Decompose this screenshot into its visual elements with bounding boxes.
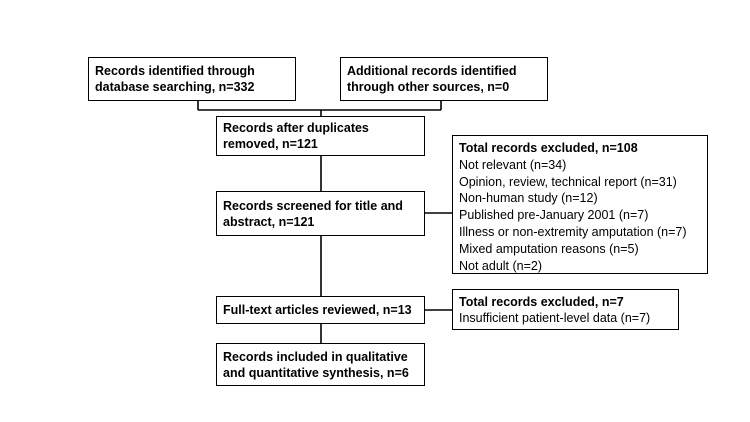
excluded-title: Total records excluded, n=108 [459, 141, 638, 155]
excluded-item: Not relevant (n=34) [459, 157, 567, 172]
box-line: abstract, n=121 [223, 214, 315, 229]
box-line: Records identified through [95, 64, 255, 78]
records-after-duplicates-box: Records after duplicates removed, n=121 [216, 116, 425, 156]
box-line: database searching, n=332 [95, 80, 255, 94]
box-line: Records after duplicates [223, 121, 369, 135]
full-text-reviewed-box: Full-text articles reviewed, n=13 [216, 296, 425, 324]
records-identified-database-box: Records identified through database sear… [88, 57, 296, 101]
excluded-item: Not adult (n=2) [459, 258, 543, 273]
box-line: removed, n=121 [223, 137, 318, 151]
excluded-item: Mixed amputation reasons (n=5) [459, 241, 639, 256]
box-line: Additional records identified [347, 64, 517, 78]
box-line: Records included in qualitative [223, 349, 408, 364]
box-line: through other sources, n=0 [347, 80, 510, 94]
excluded-item: Illness or non-extremity amputation (n=7… [459, 224, 687, 239]
excluded-item: Non-human study (n=12) [459, 191, 598, 206]
box-line: Records screened for title and [223, 198, 403, 213]
excluded-item: Opinion, review, technical report (n=31) [459, 174, 677, 189]
excluded-item: Published pre-January 2001 (n=7) [459, 208, 649, 223]
excluded-item: Insufficient patient-level data (n=7) [459, 311, 651, 325]
box-line: Full-text articles reviewed, n=13 [223, 303, 412, 317]
records-screened-box: Records screened for title and abstract,… [216, 191, 425, 236]
additional-records-box: Additional records identified through ot… [340, 57, 548, 101]
excluded-screening-box: Total records excluded, n=108 Not releva… [452, 135, 708, 274]
excluded-title: Total records excluded, n=7 [459, 295, 624, 309]
records-included-box: Records included in qualitative and quan… [216, 343, 425, 386]
excluded-full-text-box: Total records excluded, n=7 Insufficient… [452, 289, 679, 330]
box-line: and quantitative synthesis, n=6 [223, 365, 409, 380]
